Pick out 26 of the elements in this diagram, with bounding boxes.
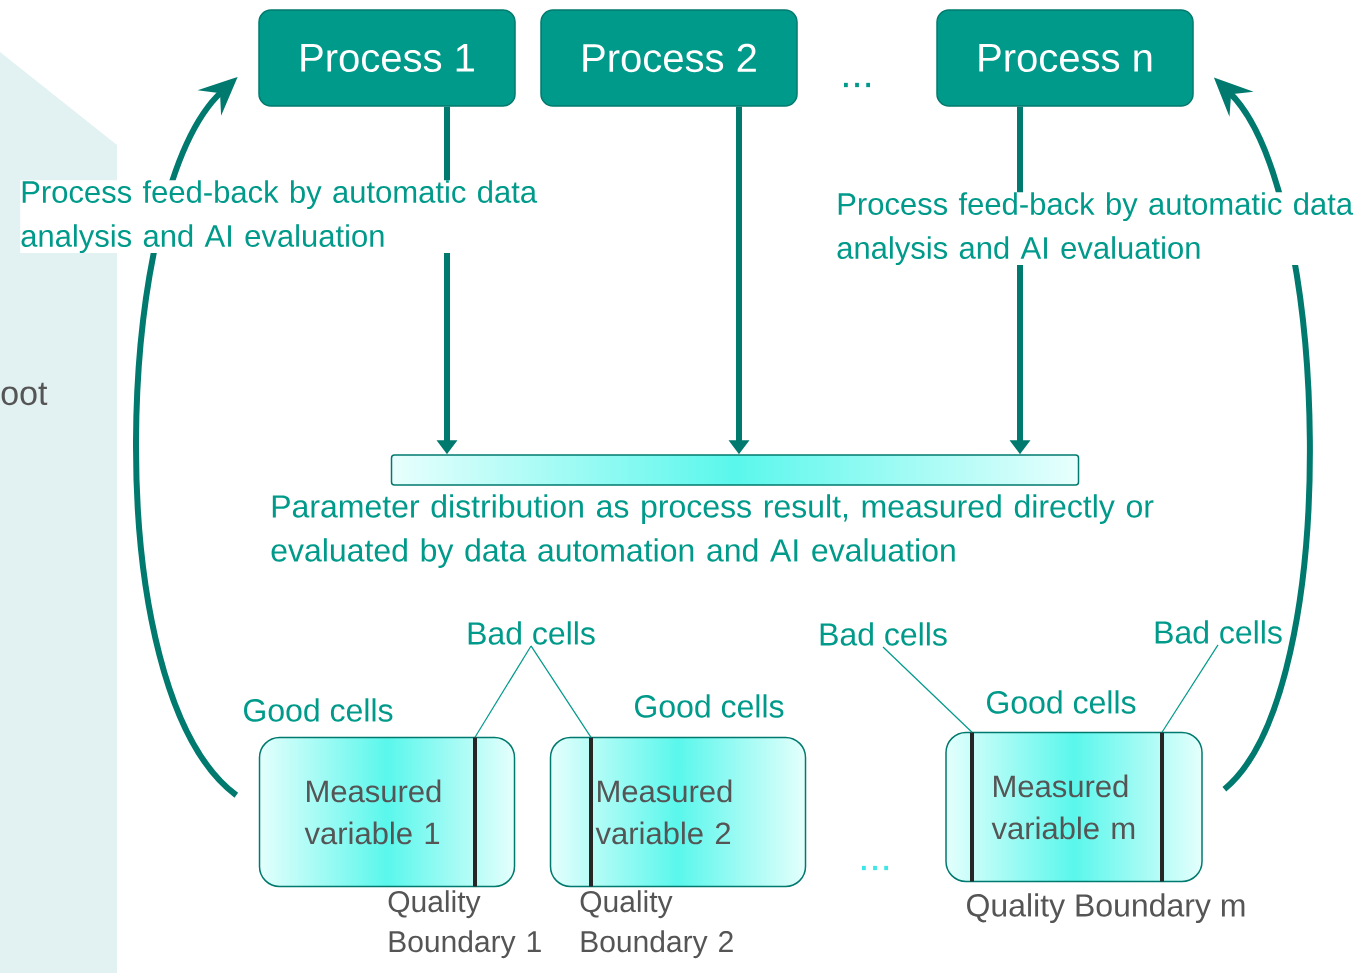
side-text: oot (1, 382, 48, 406)
measured-variable-box: Measured variable 1 (258, 736, 516, 888)
leader-line (882, 646, 973, 733)
boundary-caption: Quality Boundary m (967, 893, 1245, 923)
leader-line (530, 645, 592, 738)
good-cells-label: Good cells (635, 694, 784, 718)
process-box: Process n (936, 9, 1194, 107)
process-box: Process 1 (258, 9, 516, 107)
bad-cells-label: Bad cells (817, 621, 949, 647)
distribution-bar (390, 454, 1080, 486)
leader-line (1161, 644, 1219, 733)
good-cells-label: Good cells (244, 698, 393, 722)
boundary-caption: Quality Boundary 2 (580, 890, 733, 959)
measured-variable-box: Measured variable 2 (549, 736, 807, 888)
boundary-caption: Quality Boundary 1 (388, 890, 541, 959)
bad-cells-label: Bad cells (465, 620, 597, 646)
feedback-note: Process feed-back by automatic data analysis and AI evaluation (836, 192, 1362, 266)
process-box: Process 2 (540, 9, 798, 107)
leader-line (474, 645, 532, 738)
good-cells-label: Good cells (987, 690, 1136, 714)
ellipsis: ... (862, 865, 889, 871)
bad-cells-label: Bad cells (1152, 619, 1284, 645)
feedback-note: Process feed-back by automatic data analysis and AI evaluation (20, 180, 546, 254)
distribution-caption: Parameter distribution as process result, measured directly or evaluated by data automation and AI evaluation (271, 494, 1154, 568)
ellipsis: ... (844, 82, 871, 88)
measured-variable-box: Measured variable m (945, 731, 1203, 883)
